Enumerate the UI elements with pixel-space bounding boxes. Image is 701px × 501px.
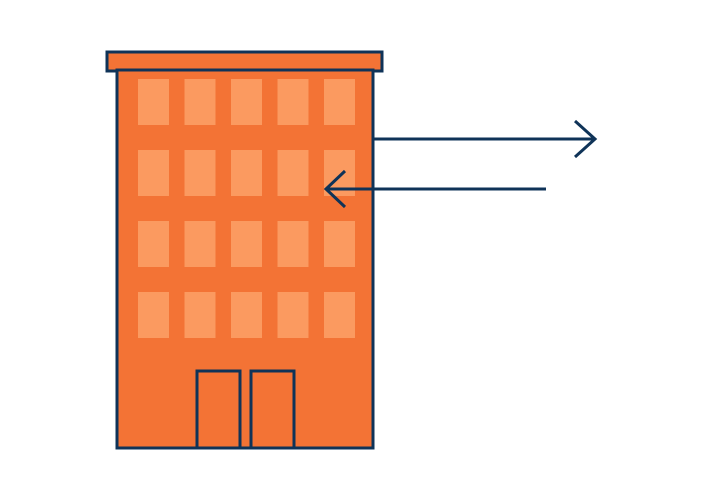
window [277, 292, 309, 338]
door [249, 369, 296, 450]
window [184, 221, 216, 267]
window [324, 221, 355, 267]
window [138, 292, 169, 338]
window [277, 221, 309, 267]
entrance-doors [195, 369, 296, 450]
window [138, 150, 169, 196]
window [138, 221, 169, 267]
arrow-right-icon [373, 119, 598, 159]
window [324, 292, 355, 338]
arrow-left-icon [323, 169, 546, 209]
window [184, 79, 216, 125]
building-roof [105, 50, 384, 73]
building-icon [105, 50, 384, 450]
window [184, 150, 216, 196]
window [184, 292, 216, 338]
window-grid [138, 79, 355, 338]
window [231, 79, 262, 125]
window [231, 292, 262, 338]
window [231, 150, 262, 196]
door [195, 369, 242, 450]
window [277, 150, 309, 196]
window [138, 79, 169, 125]
window [277, 79, 309, 125]
window [231, 221, 262, 267]
window [324, 79, 355, 125]
